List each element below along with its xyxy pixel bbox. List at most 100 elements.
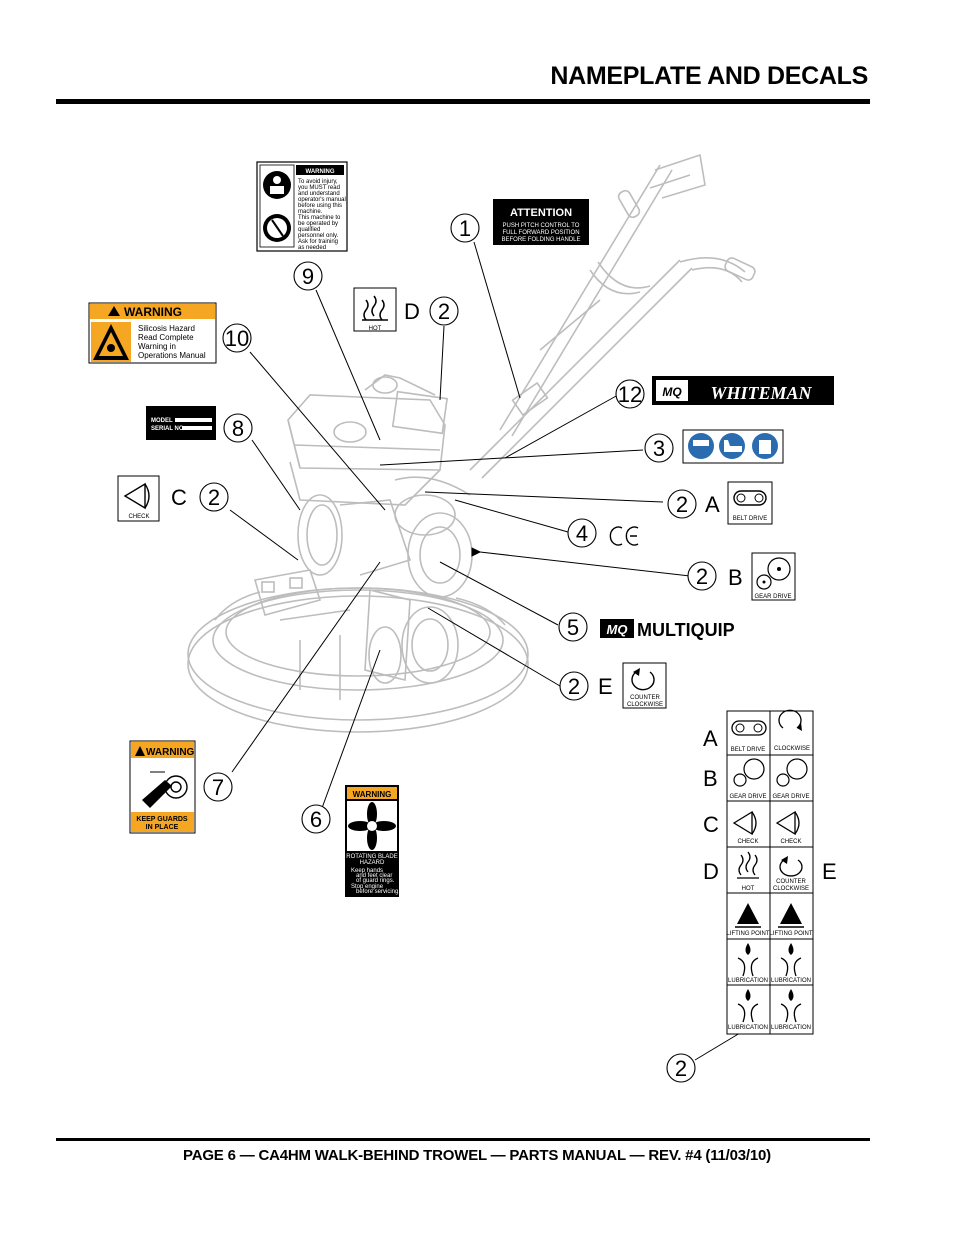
whiteman-mq: MQ: [662, 385, 682, 399]
callout-6: 6: [310, 807, 322, 832]
ccw-top-line1: COUNTER: [630, 695, 660, 701]
letter-b-top: B: [728, 565, 743, 590]
warning-manual-header: WARNING: [306, 169, 335, 175]
page-title: NAMEPLATE AND DECALS: [550, 62, 868, 90]
footer-rule: [56, 1138, 870, 1141]
silicosis-header: WARNING: [124, 305, 182, 319]
letter-c-top: C: [171, 485, 187, 510]
nameplate-serial: SERIAL NO.: [151, 426, 186, 432]
rotating-blade-b2b: before servicing.: [356, 889, 400, 895]
warning-manual-line2: you MUST read: [298, 185, 340, 191]
legend-lift-right: LIFTING POINT: [769, 931, 812, 937]
ccw-top-line2: CLOCKWISE: [627, 702, 663, 708]
legend-lube2-left: LUBRICATION: [728, 1025, 768, 1031]
decal-whiteman-logo: MQ WHITEMAN: [652, 376, 834, 405]
rotating-blade-b1b: and feet clear: [356, 873, 392, 879]
belt-drive-label-top: BELT DRIVE: [733, 516, 767, 522]
keep-guards-line1: KEEP GUARDS: [136, 816, 188, 823]
callout-1: 1: [459, 216, 471, 241]
callout-12: 12: [618, 382, 642, 407]
legend-c-right: CHECK: [780, 839, 801, 845]
legend-c-left: CHECK: [737, 839, 758, 845]
rotating-blade-line2: HAZARD: [360, 860, 385, 866]
legend-a-left: BELT DRIVE: [731, 747, 765, 753]
legend-lube2-right: LUBRICATION: [771, 1025, 811, 1031]
decal-counter-clockwise-top: COUNTER CLOCKWISE: [622, 662, 667, 709]
letter-a-top: A: [705, 492, 720, 517]
callout-2-ccw: 2: [568, 674, 580, 699]
warning-manual-line8: be operated by: [298, 221, 338, 227]
callout-3: 3: [653, 436, 665, 461]
legend-b-left: GEAR DRIVE: [729, 794, 766, 800]
decal-belt-drive-top: BELT DRIVE: [727, 481, 773, 525]
warning-manual-line1: To avoid injury,: [298, 179, 338, 185]
callout-circles: [199, 213, 717, 1083]
warning-manual-line12: as needed: [298, 245, 326, 251]
legend-lube1-left: LUBRICATION: [728, 978, 768, 984]
legend-d-right-2: CLOCKWISE: [773, 886, 809, 892]
check-label-top: CHECK: [128, 514, 149, 520]
callout-9: 9: [302, 264, 314, 289]
legend-d-left: HOT: [742, 886, 755, 892]
callout-5: 5: [567, 615, 579, 640]
legend-letters: A B C D E: [703, 726, 837, 884]
attention-line1: PUSH PITCH CONTROL TO: [503, 223, 580, 229]
silicosis-line2: Read Complete: [138, 333, 194, 342]
callout-numbers: 1 2 9 10 8 2 12 3 2 4 2 5 2 7 6 2: [208, 216, 708, 1081]
callout-10: 10: [225, 326, 249, 351]
callout-2-hot: 2: [438, 299, 450, 324]
callout-7: 7: [212, 775, 224, 800]
nameplate-model: MODEL: [151, 418, 173, 424]
attention-line3: BEFORE FOLDING HANDLE: [501, 237, 580, 243]
decal-gear-drive-top: GEAR DRIVE: [751, 552, 796, 601]
rotating-blade-b2: Stop engine: [351, 884, 384, 890]
decal-silicosis-warning: WARNING Silicosis Hazard Read Complete W…: [88, 302, 217, 364]
decal-hot-top: HOT: [353, 287, 397, 332]
legend-d-right-1: COUNTER: [776, 879, 806, 885]
decal-check-top: CHECK: [117, 475, 160, 522]
callout-2-check: 2: [208, 485, 220, 510]
multiquip-text: MULTIQUIP: [637, 620, 735, 640]
warning-manual-line5: before using this: [298, 203, 342, 209]
callout-2-belt: 2: [676, 492, 688, 517]
legend-lift-left: LIFTING POINT: [726, 931, 769, 937]
hot-label-top: HOT: [369, 326, 382, 332]
callout-letters: D C A B E: [171, 299, 743, 699]
attention-header: ATTENTION: [510, 207, 572, 219]
legend-a-right: CLOCKWISE: [774, 746, 810, 752]
rotating-blade-line1: ROTATING BLADE: [346, 854, 397, 860]
warning-manual-line6: machine.: [298, 209, 323, 215]
letter-e-top: E: [598, 674, 613, 699]
rotating-blade-b1c: of guard rings.: [356, 878, 395, 884]
callout-4: 4: [576, 521, 588, 546]
decal-ce-mark: [609, 526, 639, 546]
legend-letter-b: B: [703, 766, 718, 791]
warning-manual-line3: and understand: [298, 191, 340, 197]
legend-letter-a: A: [703, 726, 718, 751]
callout-8: 8: [232, 416, 244, 441]
page-footer: PAGE 6 — CA4HM WALK-BEHIND TROWEL — PART…: [183, 1147, 771, 1164]
legend-letter-e: E: [822, 859, 837, 884]
gear-drive-label-top: GEAR DRIVE: [754, 594, 791, 600]
silicosis-line4: Operations Manual: [138, 351, 206, 360]
decal-multiquip-logo: MQ MULTIQUIP: [600, 619, 735, 640]
keep-guards-header: WARNING: [146, 747, 195, 758]
whiteman-text: WHITEMAN: [710, 383, 812, 403]
warning-manual-line9: qualified: [298, 227, 320, 233]
title-rule: [56, 99, 870, 104]
warning-manual-line4: operator's manual: [298, 197, 346, 203]
decal-ppe-icons: [682, 429, 784, 464]
multiquip-mq: MQ: [607, 622, 628, 637]
decal-legend-grid: BELT DRIVE CLOCKWISE GEAR DRIVE GEAR DRI…: [726, 709, 814, 1035]
legend-lube1-right: LUBRICATION: [771, 978, 811, 984]
leader-lines: [229, 241, 746, 1061]
warning-manual-line10: personnel only.: [298, 233, 339, 239]
decal-attention: ATTENTION PUSH PITCH CONTROL TO FULL FOR…: [493, 199, 589, 245]
letter-d-top: D: [404, 299, 420, 324]
rotating-blade-header: WARNING: [353, 790, 392, 799]
warning-manual-line11: Ask for training: [298, 239, 338, 245]
rotating-blade-b1: Keep hands: [351, 868, 383, 874]
warning-manual-line7: This machine to: [298, 215, 341, 221]
silicosis-line3: Warning in: [138, 342, 176, 351]
